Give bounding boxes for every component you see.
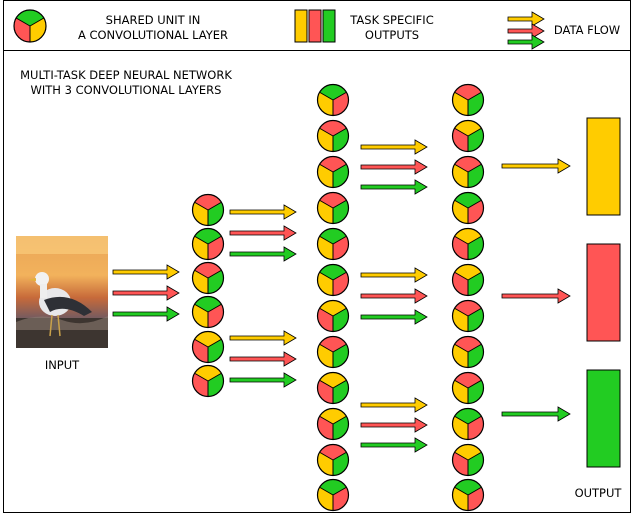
legend-data-flow-label: DATA FLOW bbox=[553, 23, 621, 37]
arrow-red bbox=[360, 288, 428, 304]
layer2-unit bbox=[316, 155, 350, 189]
arrow-to-output-green bbox=[501, 406, 571, 422]
arrow-green bbox=[229, 372, 297, 388]
layer2-unit bbox=[316, 407, 350, 441]
input-label: INPUT bbox=[44, 358, 80, 372]
arrow-red bbox=[360, 417, 428, 433]
layer1-unit bbox=[191, 295, 225, 329]
legend-task-outputs-icon bbox=[294, 9, 336, 43]
layer3-unit bbox=[451, 407, 485, 441]
data-flow-arrows bbox=[112, 139, 571, 453]
arrow-yellow bbox=[112, 264, 180, 280]
diagram-title-line1: MULTI-TASK DEEP NEURAL NETWORK bbox=[20, 68, 232, 82]
layer1-unit bbox=[191, 364, 225, 398]
arrow-red bbox=[229, 351, 297, 367]
layer2-unit bbox=[316, 83, 350, 117]
arrow-red bbox=[229, 225, 297, 241]
legend-data-flow-icon bbox=[507, 11, 545, 50]
input-image bbox=[16, 236, 108, 348]
arrow-green bbox=[360, 309, 428, 325]
layer3-unit bbox=[451, 155, 485, 189]
layer3-unit bbox=[451, 443, 485, 477]
arrow-red bbox=[112, 285, 180, 301]
arrow-to-output-yellow bbox=[501, 158, 571, 174]
layer3-unit bbox=[451, 299, 485, 333]
layer2-unit bbox=[316, 191, 350, 225]
task-outputs bbox=[586, 117, 621, 468]
layer2-unit bbox=[316, 443, 350, 477]
layer1-unit bbox=[191, 261, 225, 295]
legend-arrow-yellow bbox=[507, 11, 545, 27]
layer2-unit bbox=[316, 263, 350, 297]
arrow-green bbox=[360, 437, 428, 453]
arrow-yellow bbox=[229, 204, 297, 220]
output-bar-yellow bbox=[586, 117, 621, 216]
conv-layer-3 bbox=[451, 83, 485, 512]
legend-unit-circle bbox=[13, 9, 47, 43]
legend-task-outputs-line2: OUTPUTS bbox=[364, 28, 420, 42]
layer3-unit bbox=[451, 263, 485, 297]
output-bar-green bbox=[586, 369, 621, 468]
output-label: OUTPUT bbox=[574, 486, 622, 500]
legend-shared-unit-line1: SHARED UNIT IN bbox=[105, 13, 201, 27]
diagram-title: MULTI-TASK DEEP NEURAL NETWORK WITH 3 CO… bbox=[6, 68, 246, 98]
layer3-unit bbox=[451, 119, 485, 153]
legend-arrow-green bbox=[507, 34, 545, 50]
layer2-unit bbox=[316, 227, 350, 261]
layer1-unit bbox=[191, 193, 225, 227]
layer3-unit bbox=[451, 478, 485, 512]
legend-shared-unit-icon bbox=[13, 9, 47, 43]
output-bar-red bbox=[586, 243, 621, 342]
layer1-unit bbox=[191, 330, 225, 364]
layer3-unit bbox=[451, 83, 485, 117]
arrow-yellow bbox=[360, 397, 428, 413]
arrow-green bbox=[112, 306, 180, 322]
layer2-unit bbox=[316, 478, 350, 512]
layer2-unit bbox=[316, 119, 350, 153]
arrow-red bbox=[360, 159, 428, 175]
arrow-yellow bbox=[229, 330, 297, 346]
layer3-unit bbox=[451, 371, 485, 405]
layer3-unit bbox=[451, 191, 485, 225]
legend-task-outputs-label: TASK SPECIFIC OUTPUTS bbox=[344, 13, 440, 43]
arrow-yellow bbox=[360, 267, 428, 283]
layer3-unit bbox=[451, 335, 485, 369]
conv-layer-2 bbox=[316, 83, 350, 512]
conv-layer-1 bbox=[191, 193, 225, 398]
diagram-frame bbox=[3, 0, 631, 513]
legend-task-outputs-line1: TASK SPECIFIC bbox=[350, 13, 434, 27]
layer2-unit bbox=[316, 299, 350, 333]
legend-shared-unit-label: SHARED UNIT IN A CONVOLUTIONAL LAYER bbox=[58, 13, 248, 43]
layer2-unit bbox=[316, 335, 350, 369]
layer3-unit bbox=[451, 227, 485, 261]
legend-separator bbox=[3, 50, 631, 51]
arrow-yellow bbox=[360, 139, 428, 155]
arrow-green bbox=[229, 246, 297, 262]
diagram-title-line2: WITH 3 CONVOLUTIONAL LAYERS bbox=[30, 83, 222, 97]
layer1-unit bbox=[191, 227, 225, 261]
legend-arrow-red bbox=[507, 23, 545, 39]
legend-shared-unit-line2: A CONVOLUTIONAL LAYER bbox=[77, 28, 229, 42]
arrow-to-output-red bbox=[501, 288, 571, 304]
arrow-green bbox=[360, 179, 428, 195]
layer2-unit bbox=[316, 371, 350, 405]
